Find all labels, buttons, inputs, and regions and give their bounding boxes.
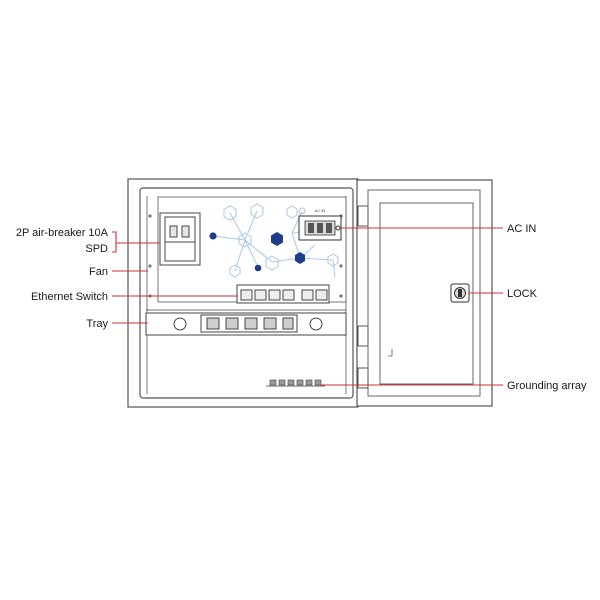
latch <box>388 349 393 357</box>
label-spd: SPD <box>85 243 108 255</box>
tray <box>145 309 347 336</box>
air-breaker <box>159 212 201 266</box>
label-breaker: 2P air-breaker 10A <box>16 227 109 239</box>
hinge-icon <box>357 205 369 389</box>
label-ethernet-switch: Ethernet Switch <box>31 291 108 303</box>
grounding-array <box>266 379 325 387</box>
label-lock: LOCK <box>507 288 538 300</box>
label-grounding: Grounding array <box>507 380 587 392</box>
terminal-label: AC IN <box>315 208 326 213</box>
callout-lines <box>112 227 503 386</box>
label-fan: Fan <box>89 266 108 278</box>
ac-in-terminal: AC IN <box>298 208 342 241</box>
lock-icon <box>450 283 470 303</box>
label-tray: Tray <box>86 318 108 330</box>
ethernet-switch <box>236 284 330 304</box>
network-nodes <box>209 232 305 272</box>
label-ac-in: AC IN <box>507 223 536 235</box>
